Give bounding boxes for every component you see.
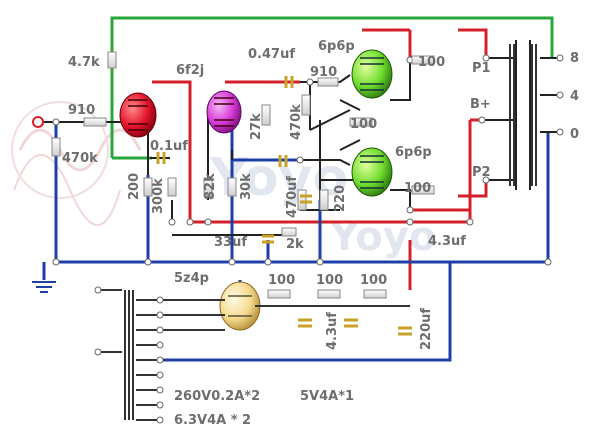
label-tube-5z4p: 5z4p [174,271,209,286]
feedback-wire [110,16,554,160]
ground-wires [42,110,550,362]
label-c-01: 0.1uf [150,139,188,154]
label-r-2k: 2k [286,237,304,252]
label-r-4k7: 4.7k [68,55,100,70]
label-r-82k: 82k [203,173,218,200]
label-terminal-bplus: B+ [470,97,491,112]
junction-nodes [52,54,564,266]
label-hv-winding: 260V0.2A*2 [174,389,260,404]
label-c-470uf: 470uf [285,176,300,218]
label-r-ps2: 100 [316,273,343,288]
label-terminal-p1: P1 [472,61,491,76]
ground-icon [32,281,56,293]
label-r-100-a: 100 [418,55,445,70]
label-output-0: 0 [570,127,579,142]
resistor-bodies [51,51,435,299]
label-c-047: 0.47uf [248,47,295,62]
label-c-43uf-top: 4.3uf [428,234,466,249]
label-filament-63v: 6.3V4A * 2 [174,413,251,428]
label-r-300k: 300k [151,178,166,214]
label-r-ps3: 100 [360,273,387,288]
label-r-470k-mid: 470k [289,104,304,140]
label-r-27k: 27k [249,113,264,140]
label-filament-5v: 5V4A*1 [300,389,354,404]
label-c-33uf: 33uf [214,235,247,250]
output-transformer [509,44,537,186]
label-output-4: 4 [570,89,579,104]
label-r-30k: 30k [239,173,254,200]
tube-v2 [351,49,393,99]
label-terminal-p2: P2 [472,165,491,180]
transformer-taps [94,286,164,424]
label-c-43uf-ps: 4.3uf [325,312,340,350]
tube-rectifier [219,281,261,331]
power-transformer [100,289,410,421]
label-tube-6f2j: 6f2j [176,63,204,78]
label-r-220: 220 [333,185,348,212]
input-terminal-icon [32,116,44,128]
label-r-910-grid: 910 [310,65,337,80]
tube-v3 [351,147,393,197]
capacitor-plates [156,76,412,336]
label-tube-6p6p-top: 6p6p [318,39,355,54]
label-r-910-in: 910 [68,103,95,118]
label-r-100-c: 100 [404,181,431,196]
label-r-470k-in: 470k [62,151,98,166]
label-r-200: 200 [127,173,142,200]
label-c-220uf: 220uf [419,308,434,350]
tube-v1 [119,92,157,138]
label-r-ps1: 100 [268,273,295,288]
tube-v1b [206,90,242,134]
label-tube-6p6p-bottom: 6p6p [395,145,432,160]
label-output-8: 8 [570,51,579,66]
label-r-100-b: 100 [350,117,377,132]
